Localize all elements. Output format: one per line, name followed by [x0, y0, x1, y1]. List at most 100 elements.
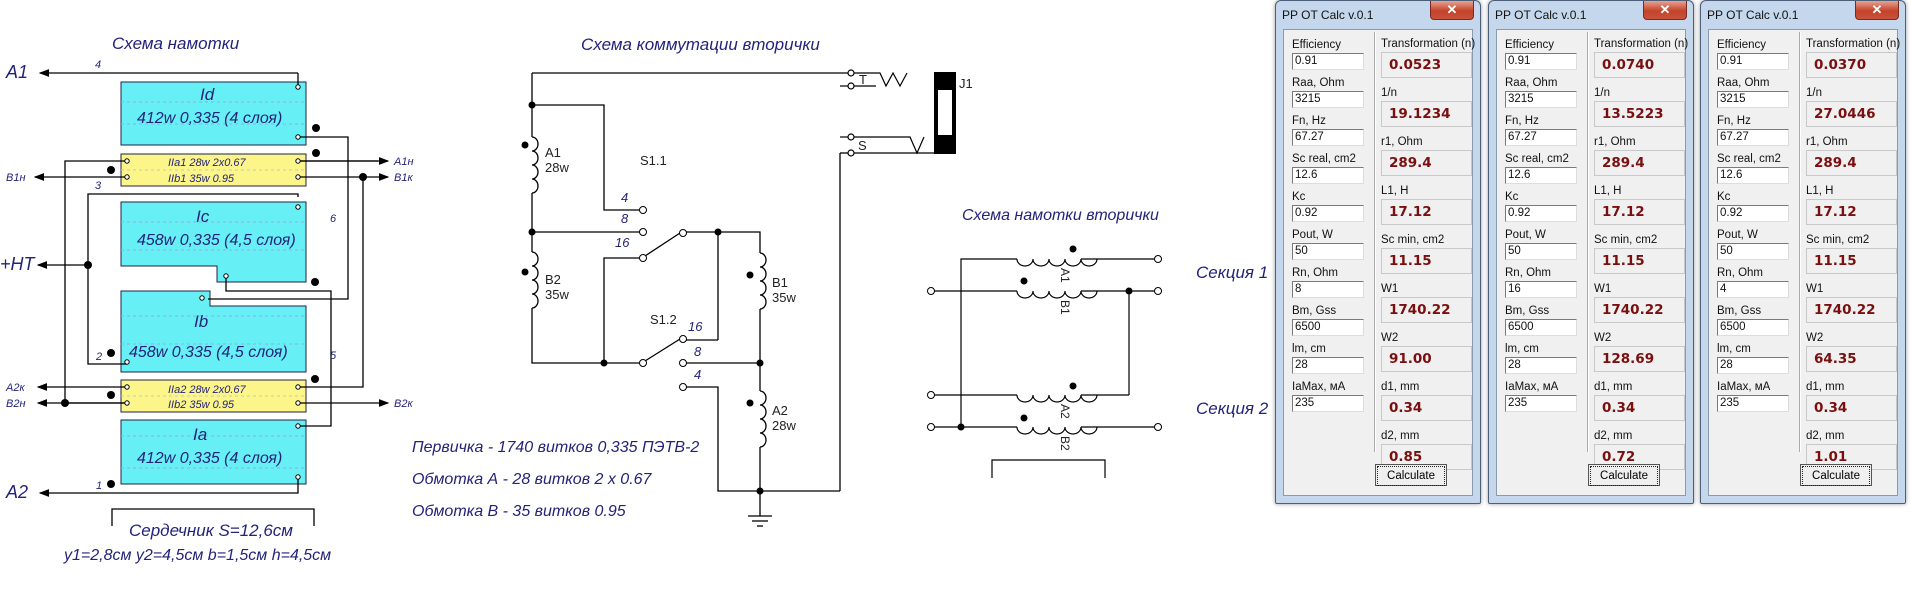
input-label: Pout, W [1292, 229, 1333, 241]
input-field-fn[interactable] [1505, 129, 1577, 146]
output-label: r1, Ohm [1806, 136, 1848, 148]
pin-2: 2 [95, 351, 102, 363]
output-value: 0.34 [1381, 395, 1472, 421]
title-bar[interactable]: PP OT Calc v.0.1 ✕ [1701, 1, 1905, 29]
column-divider [1587, 32, 1588, 452]
window-title: PP OT Calc v.0.1 [1282, 8, 1374, 22]
terminal-a2: A2 [5, 482, 28, 502]
calculate-button[interactable]: Calculate [1800, 464, 1872, 486]
close-button[interactable]: ✕ [1855, 1, 1899, 20]
input-field-pout[interactable] [1292, 243, 1364, 260]
terminal-a1n: A1н [393, 156, 414, 168]
input-field-raa[interactable] [1292, 91, 1364, 108]
input-field-pout[interactable] [1505, 243, 1577, 260]
input-field-efficiency[interactable] [1717, 53, 1789, 70]
input-field-raa[interactable] [1505, 91, 1577, 108]
close-icon: ✕ [1659, 2, 1671, 17]
input-label: Fn, Hz [1717, 115, 1751, 127]
terminal-b1k: B1к [394, 172, 413, 184]
title-bar[interactable]: PP OT Calc v.0.1 ✕ [1276, 1, 1480, 29]
output-label: 1/n [1806, 87, 1822, 99]
input-field-bm[interactable] [1292, 319, 1364, 336]
input-label: lm, cm [1292, 343, 1326, 355]
output-value: 0.34 [1594, 395, 1685, 421]
switch1-pos-4: 4 [621, 190, 628, 205]
section-spec: 412w 0,335 (4 слоя) [137, 450, 282, 467]
output-label: r1, Ohm [1594, 136, 1636, 148]
output-value: 1740.22 [1594, 297, 1685, 323]
input-field-fn[interactable] [1292, 129, 1364, 146]
input-field-sc-real[interactable] [1717, 167, 1789, 184]
close-button[interactable]: ✕ [1430, 1, 1474, 20]
output-value: 289.4 [1594, 150, 1685, 176]
terminal-b2k: B2к [394, 398, 413, 410]
calculate-button[interactable]: Calculate [1588, 464, 1660, 486]
output-value: 17.12 [1806, 199, 1897, 225]
input-field-pout[interactable] [1717, 243, 1789, 260]
section-name: Ic [196, 207, 210, 226]
calc-window-3[interactable]: PP OT Calc v.0.1 ✕ EfficiencyRaa, OhmFn,… [1700, 0, 1906, 504]
winding-scheme-title: Схема намотки [112, 34, 240, 53]
input-field-iamax[interactable] [1505, 395, 1577, 412]
input-label: Fn, Hz [1505, 115, 1539, 127]
input-field-fn[interactable] [1717, 129, 1789, 146]
output-label: d2, mm [1806, 430, 1845, 442]
input-field-bm[interactable] [1505, 319, 1577, 336]
input-label: Raa, Ohm [1292, 77, 1345, 89]
input-field-sc-real[interactable] [1292, 167, 1364, 184]
input-label: Raa, Ohm [1717, 77, 1770, 89]
core-dimensions: y1=2,8см y2=4,5см b=1,5см h=4,5см [63, 547, 331, 564]
input-field-efficiency[interactable] [1292, 53, 1364, 70]
input-field-lm[interactable] [1505, 357, 1577, 374]
output-value: 289.4 [1806, 150, 1897, 176]
primary-section-id: Id 412w 0,335 (4 слоя) [120, 81, 307, 146]
pin-3: 3 [95, 180, 102, 192]
title-bar[interactable]: PP OT Calc v.0.1 ✕ [1489, 1, 1693, 29]
winding-scheme: Схема намотки Id 412w 0,335 (4 слоя) IIa… [0, 34, 414, 564]
calculate-button[interactable]: Calculate [1375, 464, 1447, 486]
section-name: Ib [194, 312, 208, 331]
input-field-sc-real[interactable] [1505, 167, 1577, 184]
input-label: Kc [1505, 191, 1519, 203]
input-field-raa[interactable] [1717, 91, 1789, 108]
calc-window-2[interactable]: PP OT Calc v.0.1 ✕ EfficiencyRaa, OhmFn,… [1488, 0, 1694, 504]
input-field-iamax[interactable] [1717, 395, 1789, 412]
output-label: 1/n [1594, 87, 1610, 99]
switch2-pos-16: 16 [688, 319, 703, 334]
input-label: Fn, Hz [1292, 115, 1326, 127]
output-value: 17.12 [1594, 199, 1685, 225]
terminal-b1n: B1н [6, 172, 26, 184]
close-button[interactable]: ✕ [1643, 1, 1687, 20]
calculate-label: Calculate [1590, 466, 1658, 486]
input-label: Efficiency [1717, 39, 1767, 51]
output-label: L1, H [1806, 185, 1834, 197]
output-label: W2 [1806, 332, 1824, 344]
pin-1: 1 [96, 480, 102, 492]
output-label: W1 [1806, 283, 1824, 295]
input-field-iamax[interactable] [1292, 395, 1364, 412]
input-field-efficiency[interactable] [1505, 53, 1577, 70]
calc-window-1[interactable]: PP OT Calc v.0.1 ✕ EfficiencyRaa, OhmFn,… [1275, 0, 1481, 504]
input-field-kc[interactable] [1505, 205, 1577, 222]
output-label: d1, mm [1381, 381, 1420, 393]
output-value: 0.0523 [1381, 52, 1472, 78]
calculate-label: Calculate [1377, 466, 1445, 486]
jack-label: J1 [959, 76, 973, 91]
input-field-bm[interactable] [1717, 319, 1789, 336]
input-field-kc[interactable] [1292, 205, 1364, 222]
output-value: 11.15 [1806, 248, 1897, 274]
output-label: d1, mm [1806, 381, 1845, 393]
input-field-rn[interactable] [1292, 281, 1364, 298]
calculate-label: Calculate [1802, 466, 1870, 486]
input-field-kc[interactable] [1717, 205, 1789, 222]
input-field-rn[interactable] [1505, 281, 1577, 298]
input-label: Sc real, cm2 [1292, 153, 1356, 165]
output-value: 1740.22 [1381, 297, 1472, 323]
input-field-lm[interactable] [1292, 357, 1364, 374]
coil-b2-name: B2 [545, 272, 561, 287]
input-field-lm[interactable] [1717, 357, 1789, 374]
coil-a1-turns: 28w [545, 160, 569, 175]
section-spec: 458w 0,335 (4,5 слоя) [129, 344, 288, 361]
coil-b1-name: B1 [772, 275, 788, 290]
input-field-rn[interactable] [1717, 281, 1789, 298]
